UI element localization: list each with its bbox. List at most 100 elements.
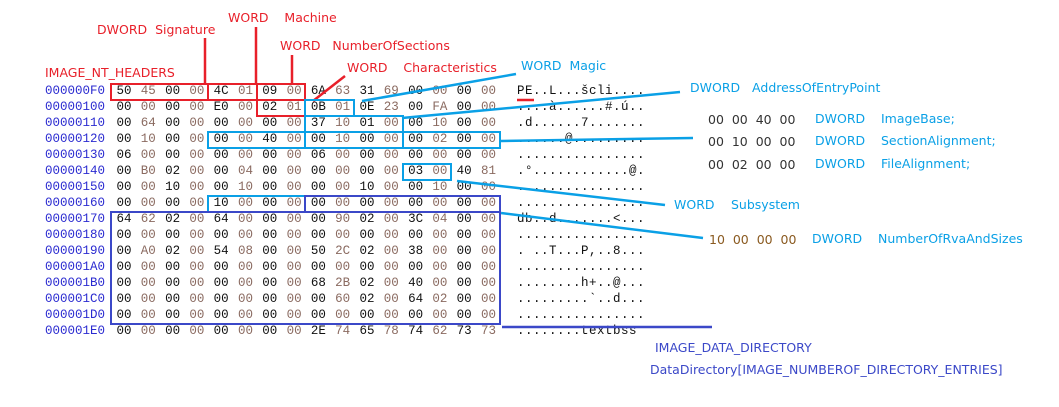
hex-byte: 00 xyxy=(213,116,229,130)
hex-byte: 00 xyxy=(116,244,132,258)
hex-byte: 00 xyxy=(286,164,302,178)
hex-byte: 00 xyxy=(189,132,205,146)
hex-byte: 00 xyxy=(165,116,181,130)
signature-label: DWORD Signature xyxy=(97,22,216,37)
rva-sizes-connector xyxy=(500,211,704,240)
hex-byte: 81 xyxy=(480,164,496,178)
hex-byte: 62 xyxy=(140,212,156,226)
hex-byte: 00 xyxy=(140,180,156,194)
subsystem-connector xyxy=(456,179,666,207)
hex-byte: 00 xyxy=(480,84,496,98)
hex-byte: 90 xyxy=(335,212,351,226)
hex-byte: 50 xyxy=(310,244,326,258)
hex-byte: 00 xyxy=(165,84,181,98)
hex-byte: 0E xyxy=(359,100,375,114)
hex-byte: 00 xyxy=(383,292,399,306)
image-base-type: DWORD xyxy=(815,111,866,126)
hex-byte: 00 xyxy=(286,276,302,290)
hex-byte: 00 xyxy=(165,196,181,210)
hex-byte: 00 xyxy=(165,148,181,162)
hex-byte: 00 xyxy=(383,260,399,274)
hex-byte: 00 xyxy=(335,164,351,178)
hex-byte: 38 xyxy=(408,244,424,258)
hex-byte: 00 xyxy=(432,164,448,178)
hex-byte: 00 xyxy=(165,276,181,290)
hex-byte: 00 xyxy=(480,228,496,242)
hex-byte: 00 xyxy=(456,116,472,130)
hex-byte: 10 xyxy=(237,180,253,194)
characteristics-box xyxy=(255,99,307,117)
file-alignment-box xyxy=(401,131,501,149)
hex-byte: 04 xyxy=(432,212,448,226)
hex-byte: 00 xyxy=(140,148,156,162)
hex-byte: 00 xyxy=(165,308,181,322)
row-address: 000001B0 xyxy=(45,276,106,290)
hex-byte: 02 xyxy=(359,212,375,226)
hex-byte: 01 xyxy=(286,100,302,114)
hex-byte: 00 xyxy=(237,148,253,162)
hex-byte: 02 xyxy=(359,244,375,258)
hex-byte: 00 xyxy=(310,132,326,146)
hex-byte: 02 xyxy=(359,276,375,290)
hex-byte: 00 xyxy=(165,260,181,274)
hex-byte: 00 xyxy=(262,292,278,306)
hex-byte: 23 xyxy=(383,100,399,114)
hex-byte: 00 xyxy=(480,276,496,290)
hex-byte: 00 xyxy=(456,260,472,274)
hex-byte: 00 xyxy=(383,196,399,210)
hex-byte: A0 xyxy=(140,244,156,258)
hex-byte: 00 xyxy=(456,212,472,226)
hex-byte: 00 xyxy=(189,84,205,98)
hex-byte: 10 xyxy=(165,180,181,194)
hex-byte: 02 xyxy=(359,292,375,306)
hex-byte: 00 xyxy=(456,196,472,210)
hex-byte: 74 xyxy=(408,324,424,338)
hex-byte: 00 xyxy=(432,260,448,274)
entry-point-connector xyxy=(401,90,681,120)
hex-byte: 00 xyxy=(480,132,496,146)
row-address: 00000120 xyxy=(45,132,106,146)
hex-byte: 00 xyxy=(359,228,375,242)
file-alignment-hex: 00 02 00 00 xyxy=(708,157,796,172)
row-ascii: ................ xyxy=(517,308,646,322)
hex-byte: 2E xyxy=(310,324,326,338)
hex-byte: 02 xyxy=(165,212,181,226)
hex-byte: 00 xyxy=(116,276,132,290)
hex-byte: 00 xyxy=(383,148,399,162)
hex-byte: 00 xyxy=(310,308,326,322)
hex-byte: 00 xyxy=(165,132,181,146)
hex-byte: 00 xyxy=(140,324,156,338)
hex-byte: 31 xyxy=(359,84,375,98)
hex-byte: 02 xyxy=(165,244,181,258)
hex-byte: 00 xyxy=(359,132,375,146)
hex-byte: 00 xyxy=(213,260,229,274)
hex-byte: 10 xyxy=(432,116,448,130)
hex-byte: 08 xyxy=(237,244,253,258)
hex-byte: 00 xyxy=(189,308,205,322)
hex-byte: 00 xyxy=(408,228,424,242)
subsystem-name: Subsystem xyxy=(731,197,800,212)
hex-byte: 64 xyxy=(213,212,229,226)
hex-byte: 09 xyxy=(262,84,278,98)
hex-byte: 00 xyxy=(262,148,278,162)
characteristics-connector xyxy=(312,75,346,102)
hex-byte: 00 xyxy=(408,196,424,210)
hex-byte: 06 xyxy=(310,148,326,162)
row-ascii: . ..T...P,..8... xyxy=(517,244,646,258)
row-address: 00000160 xyxy=(45,196,106,210)
hex-byte: 00 xyxy=(116,164,132,178)
row-ascii: ................ xyxy=(517,260,646,274)
hex-byte: 00 xyxy=(286,244,302,258)
image-base-name: ImageBase; xyxy=(881,111,955,126)
hex-byte: 00 xyxy=(237,276,253,290)
hex-byte: 00 xyxy=(116,228,132,242)
hex-byte: 00 xyxy=(286,212,302,226)
hex-byte: 00 xyxy=(189,100,205,114)
hex-byte: 00 xyxy=(480,196,496,210)
hex-byte: 00 xyxy=(140,260,156,274)
hex-byte: 00 xyxy=(383,276,399,290)
hex-byte: 00 xyxy=(408,148,424,162)
hex-byte: 00 xyxy=(359,148,375,162)
hex-byte: 00 xyxy=(456,292,472,306)
hex-byte: 00 xyxy=(456,84,472,98)
